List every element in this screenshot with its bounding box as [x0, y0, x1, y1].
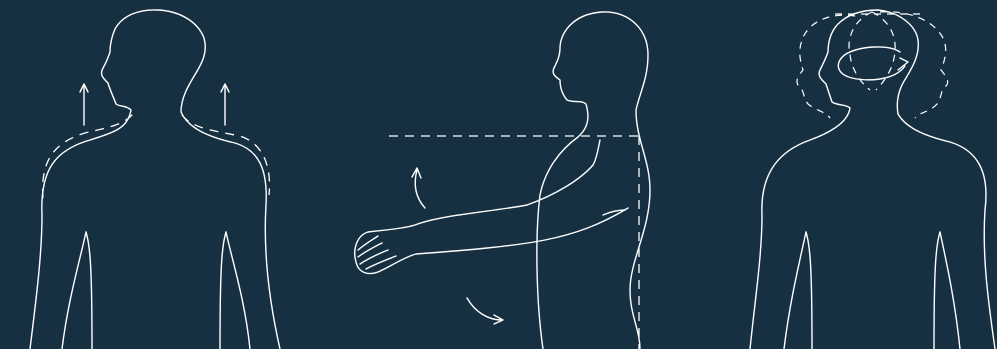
background	[0, 0, 997, 349]
exercise-illustration	[0, 0, 997, 349]
illustration-canvas	[0, 0, 997, 349]
